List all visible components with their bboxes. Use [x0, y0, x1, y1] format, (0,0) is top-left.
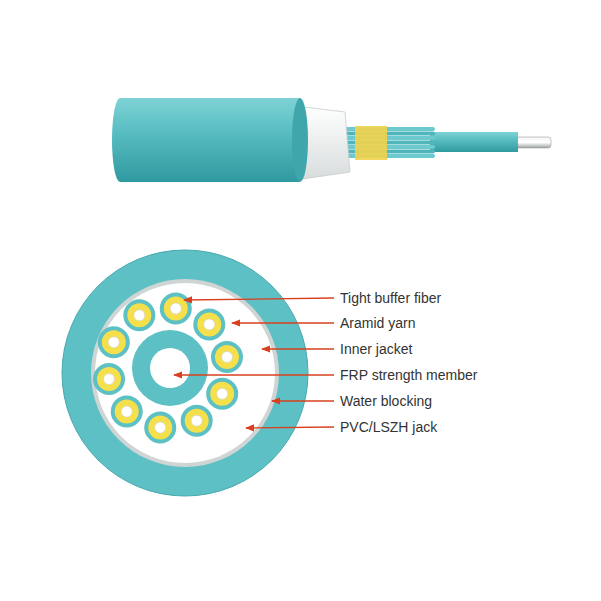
inner-jacket-tube — [430, 132, 518, 152]
inner-jacket-ring — [132, 330, 208, 406]
aramid-ring — [127, 303, 151, 327]
leader-line — [262, 348, 334, 349]
aramid-ring — [97, 367, 121, 391]
buffer-ring — [181, 405, 213, 437]
cable-side-view — [112, 98, 551, 182]
frp-rod — [515, 137, 551, 148]
leader-line — [174, 374, 334, 375]
leader-lines — [174, 298, 334, 428]
leader-line — [272, 400, 334, 401]
fiber-core — [170, 303, 181, 314]
buffer-ring — [111, 396, 143, 428]
fiber-core — [108, 337, 119, 348]
buffer-ring — [160, 293, 192, 325]
fiber-core — [217, 388, 228, 399]
part-label: Water blocking — [340, 393, 432, 409]
leader-line — [232, 322, 334, 323]
aramid-ring — [185, 409, 209, 433]
buffer-ring — [206, 378, 238, 410]
aramid-ring — [102, 330, 126, 354]
part-label: Tight buffer fiber — [340, 290, 441, 306]
part-label: Aramid yarn — [340, 315, 415, 331]
part-label: PVC/LSZH jack — [340, 419, 437, 435]
buffer-ring — [211, 341, 243, 373]
buffer-ring — [98, 326, 130, 358]
leader-line — [246, 427, 334, 428]
aramid-ring — [148, 415, 172, 439]
water-blocking-ring — [91, 279, 279, 467]
fiber-core — [104, 373, 115, 384]
jacket-end — [292, 98, 308, 182]
buffer-ring — [193, 308, 225, 340]
buffer-ring — [144, 411, 176, 443]
part-label: FRP strength member — [340, 367, 477, 383]
aramid-ring — [115, 400, 139, 424]
aramid-ring — [210, 382, 234, 406]
aramid-ring — [197, 312, 221, 336]
aramid-ring — [215, 345, 239, 369]
buffer-ring — [123, 299, 155, 331]
outer-jacket-ring — [62, 250, 308, 496]
leader-line — [184, 298, 334, 300]
tight-buffer-fibers — [93, 293, 243, 444]
frp-member — [150, 348, 190, 388]
fiber-core — [134, 310, 145, 321]
fiber-core — [191, 415, 202, 426]
buffer-ring — [93, 363, 125, 395]
aramid-yarn — [355, 126, 387, 160]
outer-jacket — [112, 98, 300, 182]
fiber-core — [155, 422, 166, 433]
part-label: Inner jacket — [340, 341, 412, 357]
fiber-core — [221, 352, 232, 363]
cable-cross-section — [62, 250, 308, 496]
fiber-core — [204, 319, 215, 330]
fiber-core — [121, 406, 132, 417]
